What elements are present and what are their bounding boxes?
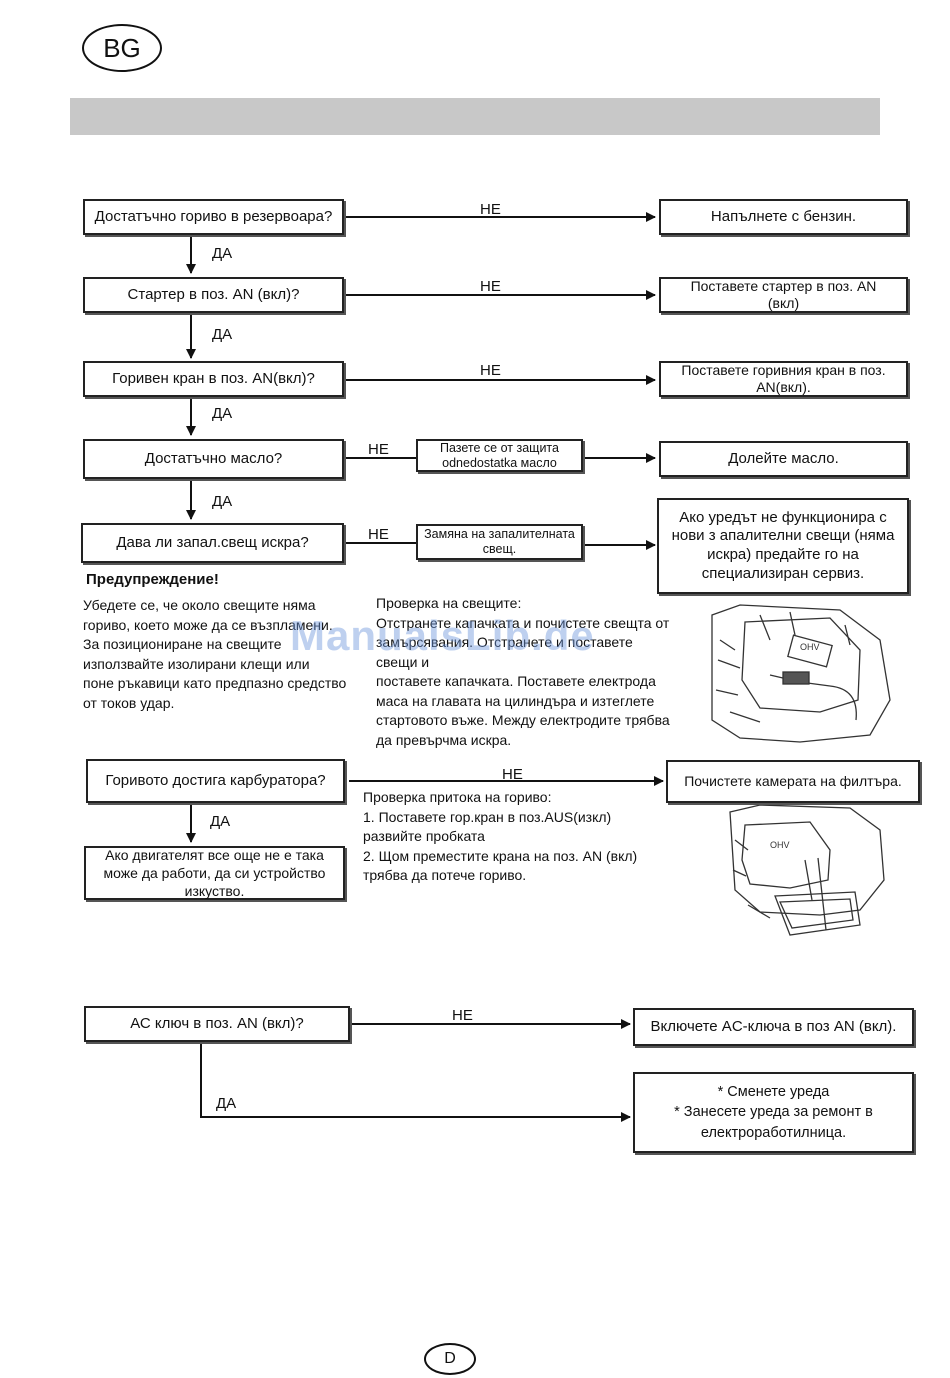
question-ac-switch-text: АС ключ в поз. AN (вкл)? <box>130 1014 304 1032</box>
page-badge-text: D <box>444 1350 456 1367</box>
yes-label-fuel: ДА <box>210 813 231 830</box>
action-service-center-text: Ако уредът не функционира с нови з апали… <box>671 508 895 582</box>
yes-label-2: ДА <box>212 326 233 343</box>
warning-text: Убедете се, че около свещите няма гориво… <box>83 597 347 711</box>
action-set-fuel-valve: Поставете горивния кран в поз. AN(вкл). <box>659 361 908 397</box>
page-badge: D <box>424 1343 476 1375</box>
no-label-5: НЕ <box>368 526 389 543</box>
question-fuel-valve: Горивен кран в поз. AN(вкл)? <box>83 361 344 397</box>
no-label-1: НЕ <box>480 201 501 218</box>
no-label-3: НЕ <box>480 362 501 379</box>
language-code: BG <box>103 32 141 63</box>
question-carburetor: Горивото достига карбуратора? <box>86 759 345 803</box>
yes-label-3: ДА <box>212 405 233 422</box>
action-repair-device: * Сменете уреда * Занесете уреда за ремо… <box>633 1072 914 1153</box>
oil-protection-note: Пазете се от защита odnedostatka масло <box>416 439 583 472</box>
action-set-starter-text: Поставете стартер в поз. AN (вкл) <box>690 277 877 312</box>
svg-text:OHV: OHV <box>800 642 820 652</box>
warning-title: Предупреждение! <box>86 571 219 588</box>
engine-still-fails-note-text: Ако двигателят все още не е така може да… <box>103 846 326 900</box>
action-service-center: Ако уредът не функционира с нови з апали… <box>657 498 909 594</box>
action-clean-filter: Почистете камерата на филтъра. <box>666 760 920 803</box>
engine-spark-illustration: OHV <box>711 604 891 743</box>
oil-protection-note-text: Пазете се от защита odnedostatka масло <box>440 440 559 470</box>
watermark: ManualsLib.de <box>290 612 595 659</box>
question-starter-text: Стартер в поз. AN (вкл)? <box>127 285 300 303</box>
action-refuel-text: Напълнете с бензин. <box>710 207 857 225</box>
svg-text:OHV: OHV <box>770 840 790 850</box>
question-carburetor-text: Горивото достига карбуратора? <box>105 771 326 789</box>
action-repair-device-text: * Сменете уреда * Занесете уреда за ремо… <box>674 1084 873 1141</box>
fuel-check-text: Проверка притока на гориво: 1. Поставете… <box>363 789 638 883</box>
no-label-2: НЕ <box>480 278 501 295</box>
yes-label-4: ДА <box>212 493 233 510</box>
question-starter: Стартер в поз. AN (вкл)? <box>83 277 344 313</box>
yes-label-ac: ДА <box>216 1095 237 1112</box>
replace-spark-plug-note-text: Замяна на запалителната свещ. <box>424 527 575 556</box>
action-set-fuel-valve-text: Поставете горивния кран в поз. AN(вкл). <box>681 361 886 396</box>
question-oil-text: Достатъчно масло? <box>144 449 283 467</box>
question-fuel-tank-text: Достатъчно гориво в резервоара? <box>94 207 333 225</box>
action-turn-on-ac: Включете AC-ключа в поз AN (вкл). <box>633 1008 914 1046</box>
engine-still-fails-note: Ако двигателят все още не е така може да… <box>84 846 345 900</box>
action-set-starter: Поставете стартер в поз. AN (вкл) <box>659 277 908 313</box>
arrow-yes-ac <box>200 1042 631 1122</box>
no-label-4: НЕ <box>368 441 389 458</box>
question-spark-text: Дава ли запал.свещ искра? <box>116 533 309 551</box>
question-ac-switch: АС ключ в поз. AN (вкл)? <box>84 1006 350 1042</box>
action-add-oil-text: Долейте масло. <box>728 449 839 467</box>
question-spark: Дава ли запал.свещ искра? <box>81 523 344 563</box>
action-turn-on-ac-text: Включете AC-ключа в поз AN (вкл). <box>650 1017 897 1035</box>
engine-fuel-illustration: OHV <box>729 804 885 936</box>
action-clean-filter-text: Почистете камерата на филтъра. <box>684 772 902 789</box>
no-label-fuel: НЕ <box>502 766 523 783</box>
no-label-ac: НЕ <box>452 1007 473 1024</box>
section-header-bar <box>70 98 880 135</box>
language-badge: BG <box>82 24 162 72</box>
question-fuel-valve-text: Горивен кран в поз. AN(вкл)? <box>112 369 315 387</box>
spark-check-text: Проверка на свещите: Отстранете капачкат… <box>376 595 670 748</box>
action-refuel: Напълнете с бензин. <box>659 199 908 235</box>
replace-spark-plug-note: Замяна на запалителната свещ. <box>416 524 583 560</box>
question-oil: Достатъчно масло? <box>83 439 344 479</box>
action-add-oil: Долейте масло. <box>659 441 908 477</box>
question-fuel-tank: Достатъчно гориво в резервоара? <box>83 199 344 235</box>
yes-label-1: ДА <box>212 245 233 262</box>
